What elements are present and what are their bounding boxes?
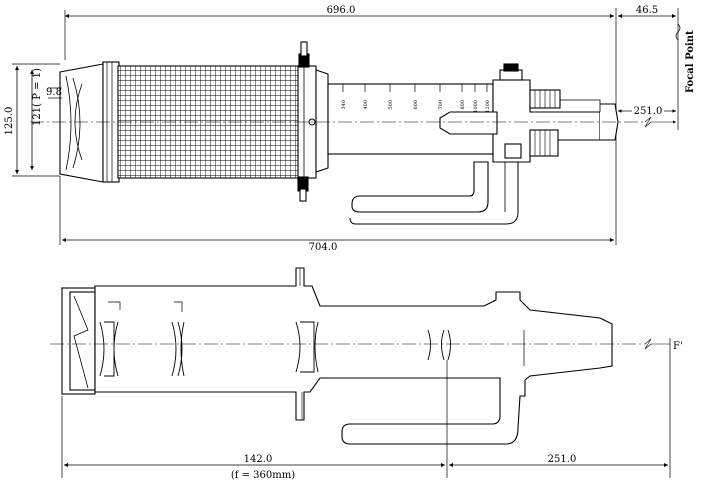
focus-scale-mark: 1200 bbox=[485, 100, 491, 113]
dim-front: 142.0 bbox=[244, 454, 273, 465]
dim-front-note: (f = 360mm) bbox=[231, 470, 295, 481]
dim-overall-top: 696.0 bbox=[327, 5, 356, 16]
focus-scale-mark: 340 bbox=[341, 100, 347, 110]
lens-group-3 bbox=[295, 321, 319, 373]
focus-scale-mark: 800 bbox=[460, 100, 466, 110]
focus-scale-mark: 500 bbox=[388, 100, 394, 110]
focus-scale-mark: 400 bbox=[363, 100, 369, 110]
focus-scale-mark: 700 bbox=[438, 100, 444, 110]
lens-group-2 bbox=[171, 321, 185, 377]
focal-point-label: Focal Point bbox=[685, 30, 696, 93]
lens-group-1 bbox=[99, 321, 119, 377]
lens-group-4 bbox=[427, 329, 451, 361]
dim-rear-right: 251.0 bbox=[634, 106, 663, 117]
pistol-grip-handle bbox=[351, 161, 489, 213]
top-view bbox=[12, 8, 681, 245]
focus-scale-mark: 600 bbox=[413, 100, 419, 110]
dim-overall-bottom: 704.0 bbox=[309, 242, 338, 253]
lens-hood-section bbox=[61, 287, 96, 395]
focal-label-bottom: F' bbox=[673, 341, 683, 352]
bottom-view bbox=[50, 267, 671, 478]
lens-hood bbox=[59, 63, 104, 183]
focus-scale-mark: 1000 bbox=[473, 100, 479, 113]
dim-small: 9.8 bbox=[46, 87, 62, 98]
dim-height: 125.0 bbox=[4, 107, 15, 136]
dim-right-top: 46.5 bbox=[636, 5, 658, 16]
focus-scale: 340 400 500 600 700 800 1000 1200 bbox=[341, 100, 491, 113]
dim-rear: 251.0 bbox=[548, 454, 577, 465]
dim-p1: 121( P = 1) bbox=[32, 68, 43, 126]
